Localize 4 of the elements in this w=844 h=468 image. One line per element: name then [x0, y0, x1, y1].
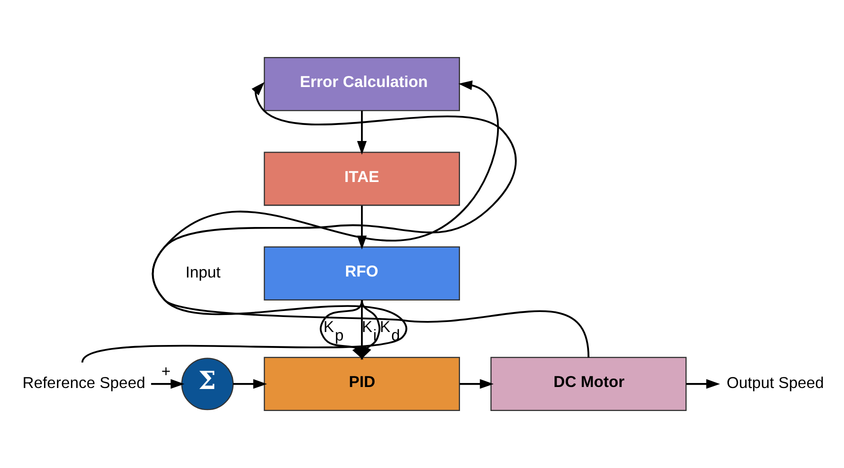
- edge-label: +: [160, 363, 170, 380]
- node-text: Reference Speed: [22, 375, 145, 392]
- node-text: Output Speed: [726, 375, 824, 392]
- node-label: Input: [184, 264, 220, 282]
